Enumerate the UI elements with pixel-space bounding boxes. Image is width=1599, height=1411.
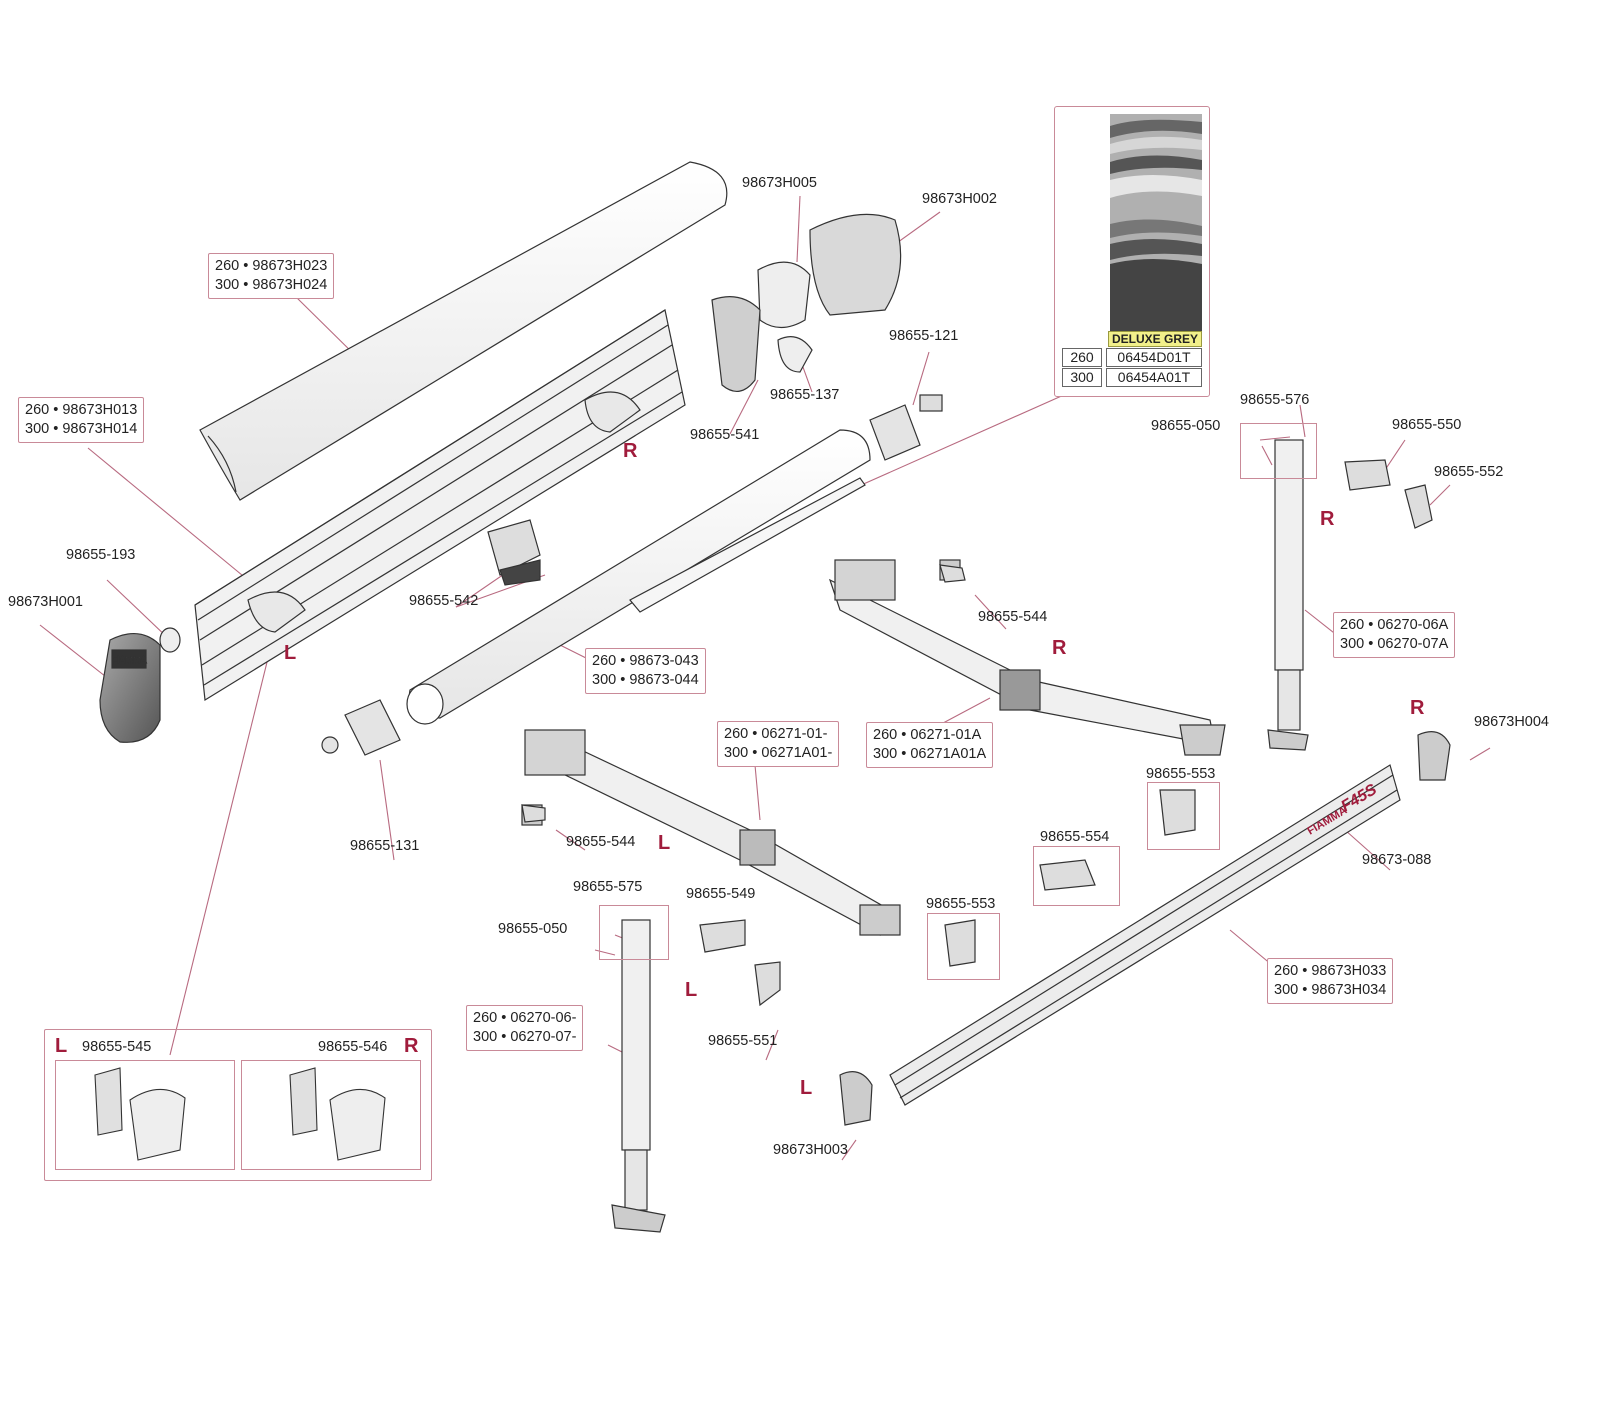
callout-roller-tube: 260 • 98673-043 300 • 98673-044 <box>585 648 706 694</box>
callout-profile: 260 • 98673H013 300 • 98673H014 <box>18 397 145 443</box>
fabric-swatch <box>1110 114 1202 332</box>
callout-line: 260 • 06270-06A <box>1340 617 1449 633</box>
side-marker-r-arm: R <box>1052 637 1067 659</box>
right-leg-art <box>1267 439 1309 751</box>
callout-arm-right: 260 • 06271-01A 300 • 06271A01A <box>866 722 994 768</box>
callout-line: 260 • 06270-06- <box>473 1010 577 1026</box>
leader-lines <box>39 195 1491 1161</box>
side-marker-l-arm: L <box>658 832 671 854</box>
label-98655-575: 98655-575 <box>573 879 643 895</box>
label-98655-554: 98655-554 <box>1040 829 1110 845</box>
frame-575 <box>599 905 669 960</box>
label-98655-131: 98655-131 <box>350 838 420 854</box>
roller-tube-art <box>406 429 871 725</box>
callout-top-cover: 260 • 98673H023 300 • 98673H024 <box>208 253 335 299</box>
label-98655-541: 98655-541 <box>690 427 760 443</box>
small-roller-art <box>159 627 181 653</box>
front-bar-caps-art <box>839 731 1451 1126</box>
frame-554 <box>1033 846 1120 906</box>
side-marker-l-profile: L <box>284 642 297 664</box>
callout-line: 300 • 98673-044 <box>592 672 699 688</box>
fabric-name-badge: DELUXE GREY <box>1108 331 1203 347</box>
callout-line: 300 • 98673H034 <box>1274 982 1387 998</box>
front-bar-art <box>889 764 1401 1106</box>
label-98655-550: 98655-550 <box>1392 417 1462 433</box>
left-arm-art <box>521 729 901 936</box>
label-98673H002: 98673H002 <box>922 191 997 207</box>
callout-arm-left: 260 • 06271-01- 300 • 06271A01- <box>717 721 840 767</box>
left-end-cap-art: FIAMMA <box>99 633 161 743</box>
callout-leg-right: 260 • 06270-06A 300 • 06270-07A <box>1333 612 1456 658</box>
side-marker-r-leg: R <box>1320 508 1335 530</box>
label-98655-542: 98655-542 <box>409 593 479 609</box>
side-marker-r-profile: R <box>623 440 638 462</box>
clip-542-art <box>487 519 541 586</box>
label-98655-553-right: 98655-553 <box>1146 766 1216 782</box>
callout-line: 260 • 98673H023 <box>215 258 328 274</box>
fabric-code-300: 06454A01T <box>1106 368 1202 387</box>
callout-line: 300 • 06270-07A <box>1340 636 1449 652</box>
side-marker-l-clip: L <box>685 979 698 1001</box>
fabric-size-260: 260 <box>1062 348 1102 367</box>
frame-553-left <box>927 913 1000 980</box>
label-98655-193: 98655-193 <box>66 547 136 563</box>
callout-line: 260 • 98673-043 <box>592 653 699 669</box>
right-head-parts-art <box>711 213 902 392</box>
label-98655-050-right: 98655-050 <box>1151 418 1221 434</box>
main-profile-art <box>194 309 686 702</box>
top-cover-art <box>199 161 728 501</box>
label-98655-552: 98655-552 <box>1434 464 1504 480</box>
callout-front-bar: 260 • 98673H033 300 • 98673H034 <box>1267 958 1394 1004</box>
left-leg-art <box>611 919 666 1233</box>
label-98673H004: 98673H004 <box>1474 714 1549 730</box>
right-arm-art <box>828 559 1226 756</box>
callout-line: 300 • 98673H024 <box>215 277 328 293</box>
label-98673H001: 98673H001 <box>8 594 83 610</box>
label-98673-088: 98673-088 <box>1362 852 1432 868</box>
fabric-code-260: 06454D01T <box>1106 348 1202 367</box>
label-98655-544-right: 98655-544 <box>978 609 1048 625</box>
label-98673H005: 98673H005 <box>742 175 817 191</box>
frame-576 <box>1240 423 1317 479</box>
bracket-inset <box>44 1029 432 1181</box>
label-98655-546: 98655-546 <box>318 1039 388 1055</box>
side-marker-r-bracket: R <box>404 1035 419 1057</box>
label-98655-576: 98655-576 <box>1240 392 1310 408</box>
callout-line: 300 • 98673H014 <box>25 421 138 437</box>
bracket-left-frame <box>55 1060 235 1170</box>
label-98655-545: 98655-545 <box>82 1039 152 1055</box>
callout-line: 260 • 98673H033 <box>1274 963 1387 979</box>
bracket-right-frame <box>241 1060 421 1170</box>
label-98673H003: 98673H003 <box>773 1142 848 1158</box>
side-marker-l-frontcap: L <box>800 1077 813 1099</box>
callout-line: 260 • 06271-01- <box>724 726 828 742</box>
small-clips-art <box>521 459 1433 1007</box>
side-marker-l-bracket: L <box>55 1035 68 1057</box>
label-98655-050-left: 98655-050 <box>498 921 568 937</box>
label-98655-121: 98655-121 <box>889 328 959 344</box>
callout-line: 300 • 06270-07- <box>473 1029 577 1045</box>
bracket-inset-art <box>94 1067 386 1161</box>
label-98655-553-left: 98655-553 <box>926 896 996 912</box>
label-98655-137: 98655-137 <box>770 387 840 403</box>
callout-line: 260 • 98673H013 <box>25 402 138 418</box>
roller-end-art <box>321 394 943 756</box>
callout-line: 300 • 06271A01- <box>724 745 833 761</box>
side-marker-r-frontcap: R <box>1410 697 1425 719</box>
frame-553-right <box>1147 782 1220 850</box>
svg-text:FIAMMA: FIAMMA <box>112 655 147 665</box>
callout-line: 300 • 06271A01A <box>873 746 987 762</box>
label-98655-544-left: 98655-544 <box>566 834 636 850</box>
callout-line: 260 • 06271-01A <box>873 727 982 743</box>
callout-leg-left: 260 • 06270-06- 300 • 06270-07- <box>466 1005 584 1051</box>
fabric-size-300: 300 <box>1062 368 1102 387</box>
label-98655-551: 98655-551 <box>708 1033 778 1049</box>
label-98655-549: 98655-549 <box>686 886 756 902</box>
